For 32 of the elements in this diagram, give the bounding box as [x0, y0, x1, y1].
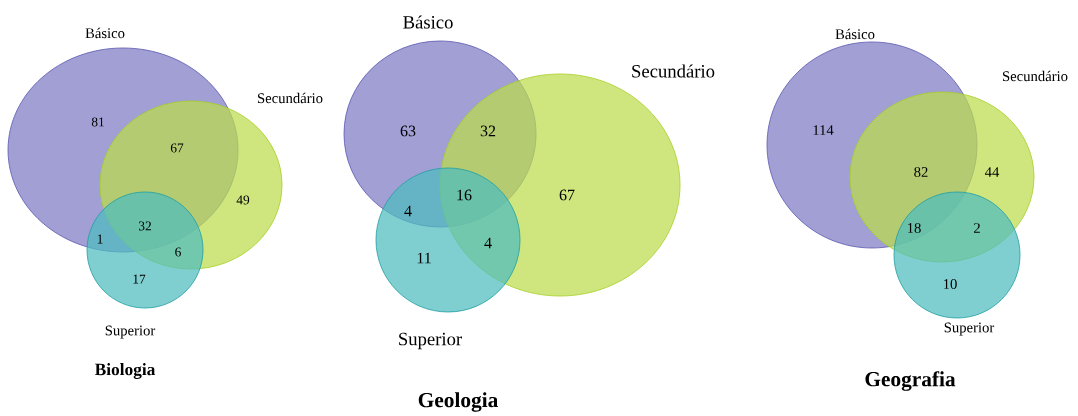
region-count: 16 — [457, 189, 472, 201]
region-count: 6 — [175, 247, 181, 257]
region-count: 81 — [91, 117, 104, 127]
set-label: Superior — [105, 325, 156, 339]
set-label: Secundário — [1003, 70, 1068, 82]
panel-title: Biologia — [94, 363, 156, 379]
set-label: Secundário — [258, 92, 323, 104]
region-count: 17 — [133, 274, 146, 284]
panel-title: Geologia — [418, 392, 498, 412]
set-label: Básico — [403, 15, 453, 29]
region-count: 63 — [400, 125, 416, 137]
region-count: 11 — [417, 252, 431, 264]
set-label: Básico — [835, 28, 875, 40]
region-count: 10 — [943, 279, 957, 289]
region-count: 18 — [907, 223, 921, 233]
panel-title: Geografia — [865, 371, 956, 391]
region-count: 32 — [480, 125, 496, 137]
region-count: 1 — [97, 234, 103, 244]
region-count: 49 — [236, 195, 250, 205]
region-count: 67 — [170, 143, 184, 153]
region-count: 2 — [974, 223, 980, 233]
region-count: 82 — [914, 167, 928, 177]
region-count: 67 — [559, 189, 575, 201]
set-label: Superior — [399, 332, 462, 350]
region-count: 32 — [139, 221, 151, 231]
set-label: Superior — [944, 322, 995, 336]
set-label: Secundário — [632, 64, 715, 78]
set-label: Básico — [85, 27, 125, 39]
region-count: 4 — [484, 237, 492, 249]
region-count: 114 — [813, 125, 834, 135]
region-count: 4 — [404, 205, 412, 217]
region-count: 44 — [984, 167, 1000, 177]
